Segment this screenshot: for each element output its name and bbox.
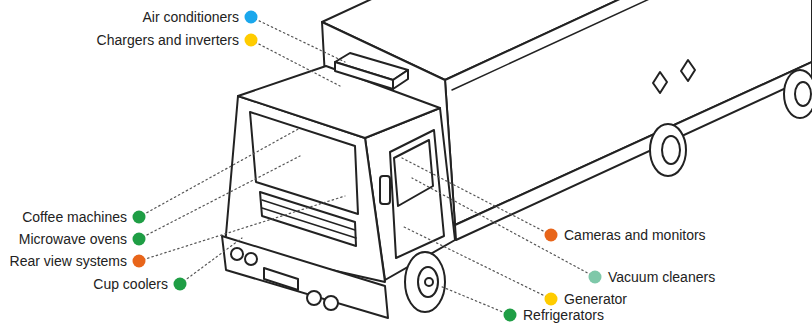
hazard-diamond — [653, 72, 667, 93]
number-plate — [264, 268, 298, 290]
callout-label: Microwave ovens — [19, 231, 127, 247]
headlight — [307, 291, 321, 305]
callout-label: Refrigerators — [523, 307, 604, 323]
callout-dot — [589, 271, 602, 284]
body-rim — [452, 0, 812, 90]
hub-cap — [425, 278, 433, 286]
leader-line — [139, 128, 300, 217]
callout-dot — [133, 233, 146, 246]
leader-line — [402, 158, 551, 235]
roof-unit-side — [393, 70, 408, 89]
callout-label: Coffee machines — [22, 209, 127, 225]
callout-dot — [504, 309, 517, 322]
leader-line — [402, 226, 551, 299]
callout-label: Chargers and inverters — [97, 32, 239, 48]
headlight — [324, 296, 338, 310]
door-window — [394, 140, 433, 206]
callout-dot — [133, 211, 146, 224]
callout-dot — [133, 255, 146, 268]
leader-line — [251, 40, 340, 86]
hazard-diamond — [681, 60, 695, 81]
rear-wheel — [784, 70, 812, 118]
callout-label: Cup coolers — [93, 276, 168, 292]
leader-line — [440, 286, 510, 315]
callout-dot — [245, 34, 258, 47]
front-wheel — [405, 252, 445, 312]
headlight — [231, 248, 243, 260]
callout-label: Rear view systems — [10, 253, 127, 269]
callout-dots — [133, 11, 602, 322]
grille — [260, 192, 356, 246]
rear-hub — [795, 82, 811, 106]
callout-label: Vacuum cleaners — [608, 269, 715, 285]
callout-label: Generator — [564, 291, 627, 307]
leader-lines — [139, 17, 595, 315]
callout-label: Air conditioners — [143, 9, 240, 25]
side-mirror — [380, 176, 390, 204]
callout-dot — [245, 11, 258, 24]
truck-cab — [222, 53, 455, 318]
rear-wheel — [650, 124, 686, 176]
rear-hub — [662, 136, 680, 164]
leader-line — [139, 156, 300, 239]
callout-label: Cameras and monitors — [564, 227, 706, 243]
bumper — [222, 236, 388, 318]
leader-line — [180, 238, 242, 284]
front-hub — [418, 267, 438, 297]
chassis — [455, 62, 812, 240]
callout-dot — [174, 278, 187, 291]
callout-dot — [545, 293, 558, 306]
leader-line — [251, 17, 345, 62]
headlight — [245, 253, 257, 265]
cab-door — [390, 130, 444, 258]
grille-bar — [262, 200, 355, 230]
grille-bar — [262, 208, 356, 238]
body-side — [445, 0, 812, 225]
roof-unit-front — [335, 62, 393, 89]
callout-dot — [545, 229, 558, 242]
leader-line — [139, 196, 345, 261]
